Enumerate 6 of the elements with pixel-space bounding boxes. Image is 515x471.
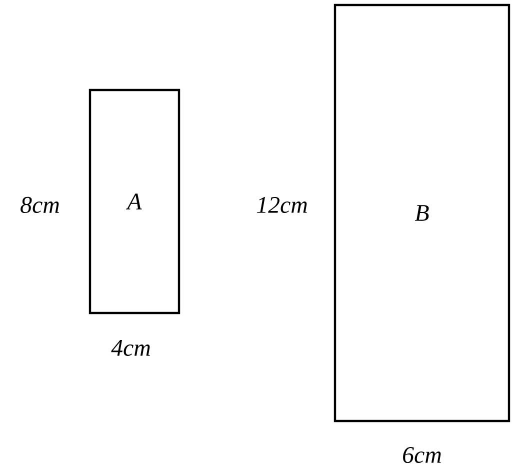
- rectangle: A: [88, 88, 180, 314]
- dimension-label: 12cm: [256, 196, 307, 214]
- rectangle: B: [334, 4, 510, 422]
- dimension-label: 8cm: [20, 196, 59, 214]
- dimension-label: 4cm: [111, 340, 150, 356]
- dimension-label: 6cm: [403, 446, 441, 464]
